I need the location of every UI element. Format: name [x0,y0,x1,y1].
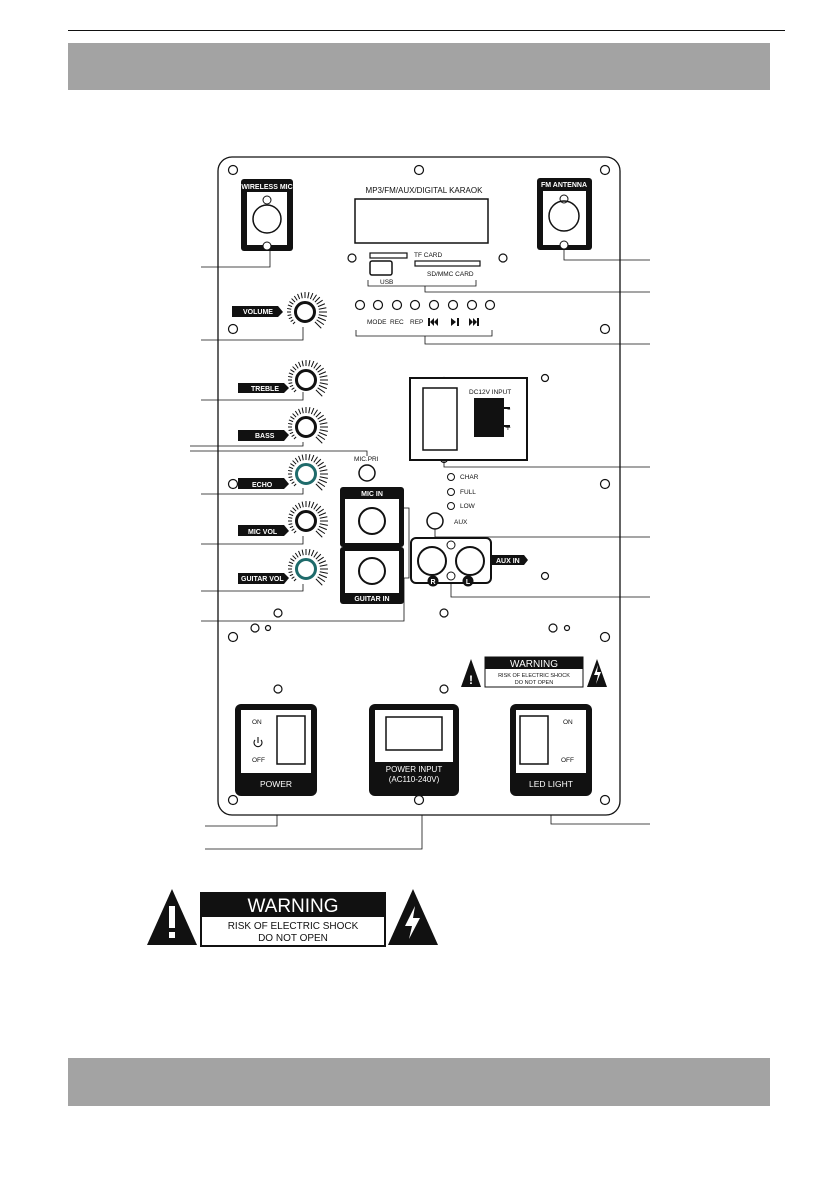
wireless-mic-connector: WIRELESS MIC [241,179,293,251]
mic-pri-label: MIC.PRI [354,456,379,463]
bass-knob [288,407,328,444]
rep-button-label: REP [410,319,423,326]
tf-card-slot [369,252,408,259]
previous-track-icon [428,318,438,326]
big-warning-label: WARNING RISK OF ELECTRIC SHOCK DO NOT OP… [147,889,438,947]
char-label: CHAR [460,474,479,481]
dc-input-block: DC12V INPUT - + [409,377,528,461]
panel-title: MP3/FM/AUX/DIGITAL KARAOK [366,186,484,195]
guitar-in-label: GUITAR IN [354,596,389,603]
usb-label: USB [380,279,393,286]
rec-button-label: REC [390,319,404,326]
led-off-label: OFF [561,757,574,764]
echo-label: ECHO [252,482,273,489]
panel-warning-label: ! WARNING RISK OF ELECTRIC SHOCK DO NOT … [461,656,607,688]
mic-in-jack: MIC IN [340,487,404,547]
bass-label: BASS [255,433,275,440]
footer-bar [68,1058,770,1106]
big-warning-line1: RISK OF ELECTRIC SHOCK [228,921,359,932]
fm-antenna-label: FM ANTENNA [541,182,587,189]
next-track-icon [469,318,479,326]
guitar-vol-knob [288,549,328,586]
screw-holes [227,164,611,806]
battery-indicator-leds [447,473,455,510]
dc-input-label: DC12V INPUT [469,389,511,396]
big-lightning-icon [405,906,420,939]
header-bar [68,43,770,90]
power-label: POWER [260,779,292,789]
volume-label: VOLUME [243,309,273,316]
power-input-block: POWER INPUT (AC110-240V) [369,704,459,796]
led-light-label: LED LIGHT [529,779,573,789]
aux-l-label: L [466,579,471,586]
power-off-label: OFF [252,757,265,764]
panel-warning-line1: RISK OF ELECTRIC SHOCK [498,673,570,679]
led-on-label: ON [563,719,573,726]
sd-card-label: SD/MMC CARD [427,271,474,278]
power-input-label: POWER INPUT [386,765,443,774]
mic-vol-label: MIC VOL [248,529,278,536]
power-on-label: ON [252,719,262,726]
usb-port [369,260,393,276]
power-switch-block: ON OFF POWER [235,704,317,796]
led-light-switch-block: ON OFF LED LIGHT [510,704,592,796]
panel-warning-line2: DO NOT OPEN [515,680,553,686]
mic-vol-knob [288,501,328,538]
tf-card-label: TF CARD [414,252,442,259]
mode-button-label: MODE [367,319,387,326]
control-buttons [354,299,496,311]
top-rule [68,30,785,31]
transport-icons [428,318,479,326]
echo-knob [288,454,328,491]
play-pause-icon [451,318,459,326]
panel-warning-title: WARNING [510,659,558,670]
wireless-mic-label: WIRELESS MIC [241,184,292,191]
leader-lines [190,250,650,850]
guitar-vol-label: GUITAR VOL [241,576,284,583]
power-icon [253,737,263,748]
aux-in-label: AUX IN [496,558,520,565]
display-window [354,198,489,244]
treble-label: TREBLE [251,386,279,393]
full-label: FULL [460,489,476,496]
knobs-group [287,292,328,586]
aux-in-jacks: R L AUX IN [410,537,528,587]
treble-knob [288,360,328,397]
svg-text:!: ! [469,673,473,687]
aux-label: AUX [454,519,468,526]
big-warning-title: WARNING [247,896,338,917]
guitar-in-jack: GUITAR IN [340,547,404,604]
lightning-icon [594,665,601,684]
knob-tags: VOLUME TREBLE BASS ECHO MIC VOL GUITAR V… [232,306,289,584]
big-warning-line2: DO NOT OPEN [258,933,328,944]
mic-pri-button [358,464,376,482]
dc-minus-label: - [507,403,511,415]
mic-in-label: MIC IN [361,491,383,498]
aux-r-label: R [430,579,435,586]
sd-card-slot [414,260,481,267]
volume-knob [287,292,327,329]
dc-plus-label: + [505,423,511,434]
low-label: LOW [460,503,476,510]
fm-antenna-connector: FM ANTENNA [537,178,592,250]
power-input-range: (AC110-240V) [389,775,440,784]
